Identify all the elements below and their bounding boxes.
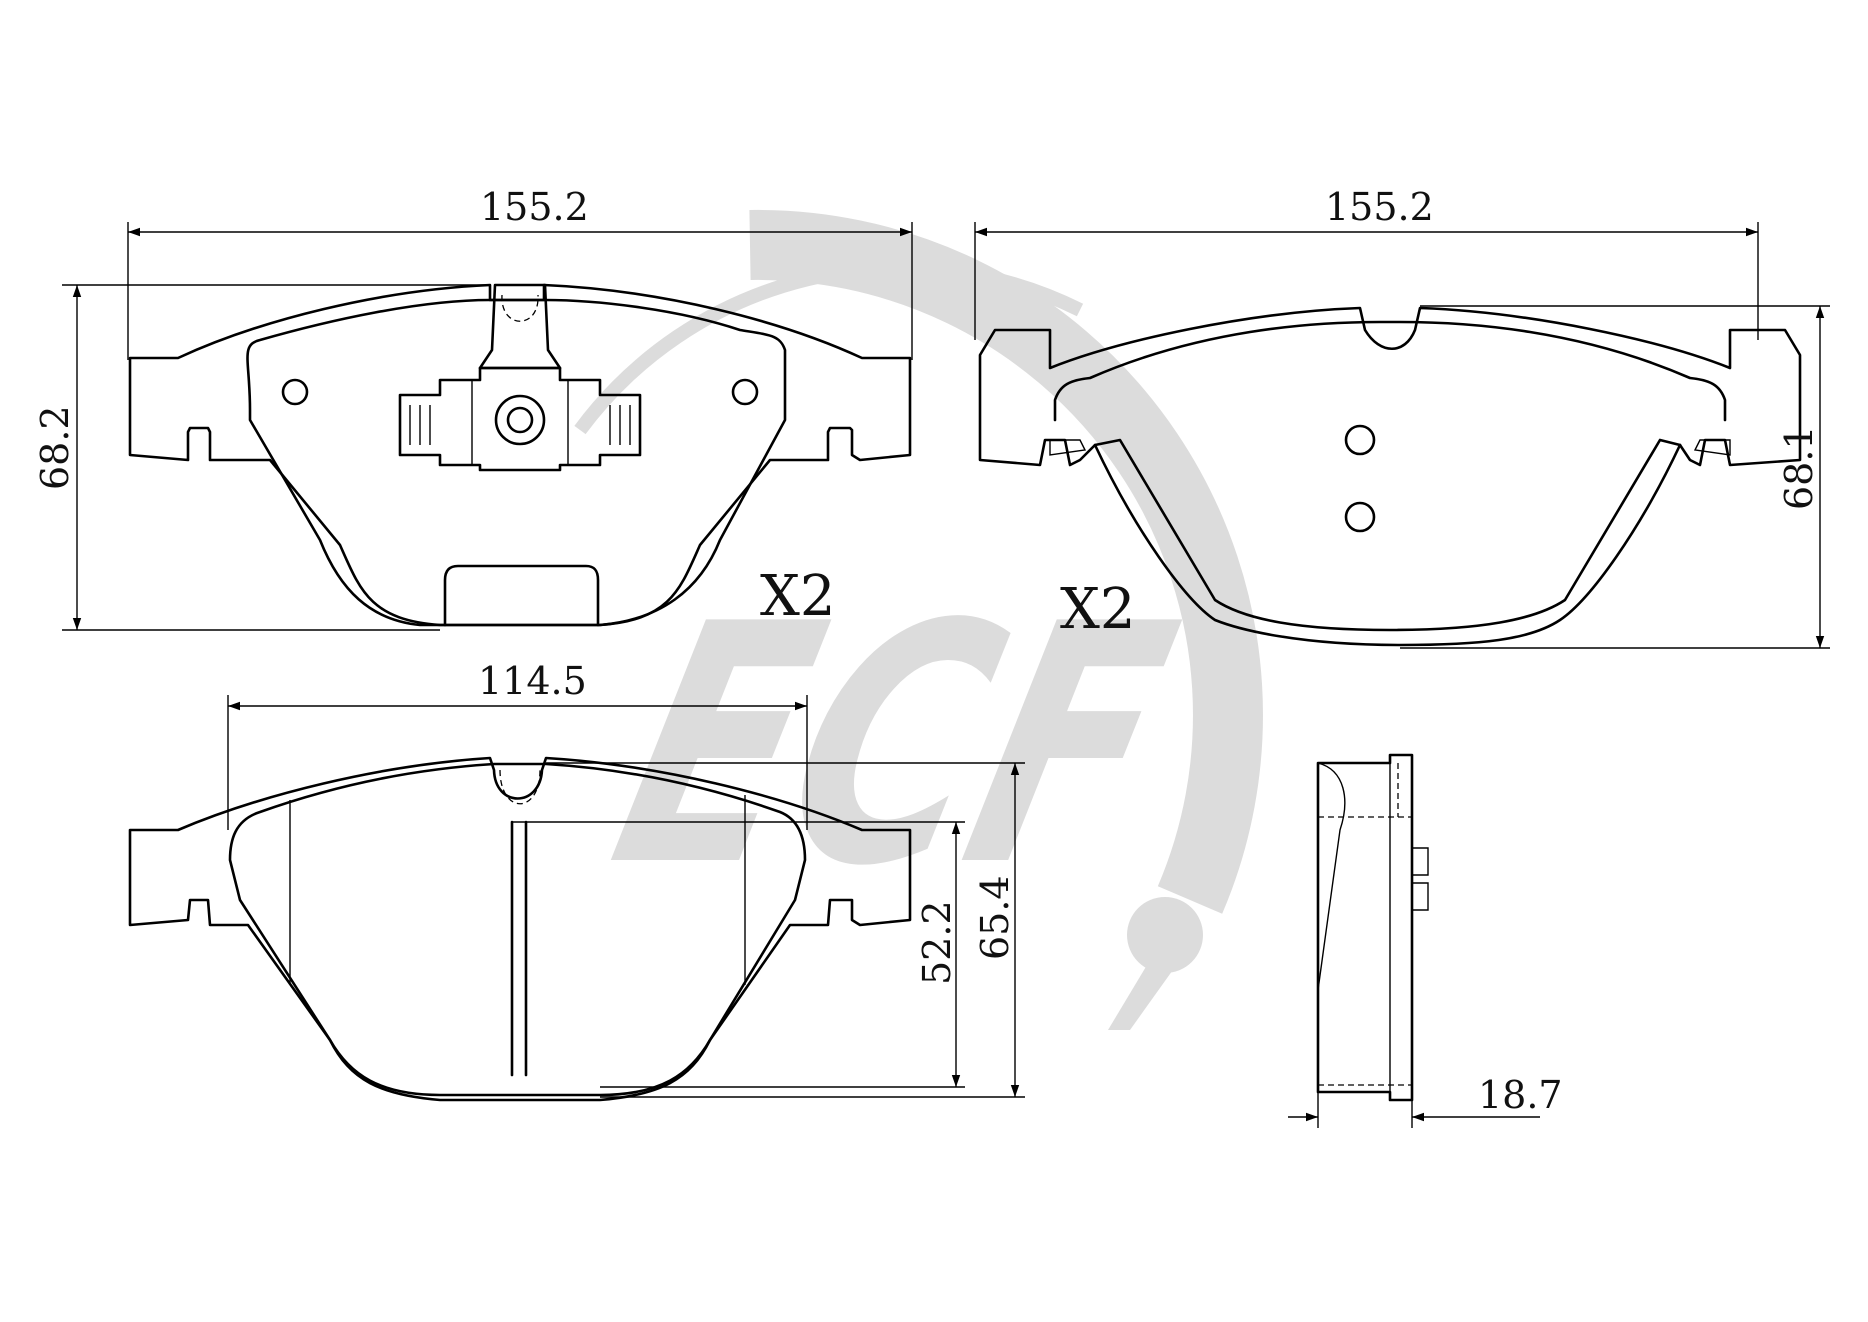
bottom-notch-dash xyxy=(499,769,541,805)
right-pad-contour xyxy=(1093,438,1682,632)
side-dimensions: 18.7 xyxy=(1288,1073,1563,1128)
bottom-inner-value: 52.2 xyxy=(915,900,959,985)
left-width-value: 155.2 xyxy=(480,185,589,229)
left-sensor-hatch-l xyxy=(409,405,431,445)
pad-left-front-view: X2 xyxy=(128,283,912,629)
right-dimensions: 155.2 68.1 xyxy=(974,185,1830,649)
left-mount-hole-1 xyxy=(281,378,309,406)
bottom-backing-plate xyxy=(128,756,912,1102)
pad-side-view xyxy=(1316,753,1429,1102)
left-sensor-body xyxy=(398,366,642,472)
right-backing-plate xyxy=(978,306,1802,647)
bottom-dimensions: 114.5 52.2 65.4 xyxy=(227,659,1025,1098)
right-width-value: 155.2 xyxy=(1325,185,1434,229)
ecf-watermark-logo: ECF xyxy=(574,209,1263,1030)
watermark-text: ECF xyxy=(586,555,1202,939)
right-height-value: 68.1 xyxy=(1777,425,1821,510)
left-height-value: 68.2 xyxy=(33,405,77,490)
right-hole-top xyxy=(1344,424,1376,456)
side-friction-edge xyxy=(1317,762,1346,991)
watermark-needle xyxy=(1108,960,1180,1030)
right-pad-quantity: X2 xyxy=(1060,577,1136,642)
left-sensor-tab xyxy=(478,283,562,370)
right-tab-left xyxy=(1049,439,1087,456)
left-sensor-connector-outer xyxy=(494,394,546,446)
left-sensor-hatch-r xyxy=(609,405,631,445)
bottom-outer-value: 65.4 xyxy=(973,875,1017,960)
left-dimensions: 155.2 68.2 xyxy=(33,185,913,631)
bottom-friction-material xyxy=(228,762,807,1097)
bottom-center-slot xyxy=(510,820,528,1077)
left-mount-hole-2 xyxy=(731,378,759,406)
right-tab-right xyxy=(1693,439,1731,456)
right-hole-bottom xyxy=(1344,501,1376,533)
bottom-width-value: 114.5 xyxy=(478,659,587,703)
right-friction-outline xyxy=(1053,320,1727,422)
left-friction-material xyxy=(246,298,787,627)
left-bottom-notch xyxy=(443,564,600,627)
side-thickness-value: 18.7 xyxy=(1478,1073,1563,1117)
side-lug-bottom xyxy=(1412,882,1429,911)
left-sensor-tab-dash xyxy=(501,294,539,322)
watermark-dot xyxy=(1127,897,1203,973)
left-sensor-connector-inner xyxy=(506,406,534,434)
pad-bottom-friction-face xyxy=(128,756,912,1102)
left-backing-plate xyxy=(128,283,912,627)
pad-right-back-view: X2 xyxy=(978,306,1802,647)
side-lug-top xyxy=(1412,847,1429,876)
left-pad-quantity: X2 xyxy=(760,564,836,629)
watermark-arc-inner xyxy=(574,260,1084,435)
